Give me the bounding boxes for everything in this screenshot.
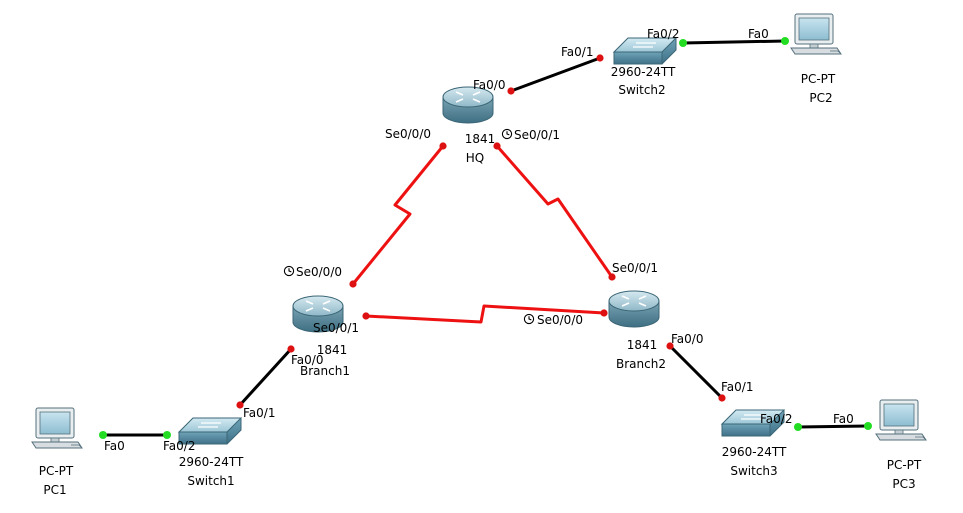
port-label-b2-se001: Se0/0/1 (612, 261, 658, 275)
port-down-indicator (236, 401, 244, 409)
port-down-indicator (362, 312, 370, 320)
port-down-indicator (666, 342, 674, 350)
port-label-b1-fa00: Fa0/0 (291, 353, 323, 367)
device-name-switch2: Switch2 (618, 83, 665, 97)
port-down-indicator (287, 345, 295, 353)
port-label-pc3-fa0: Fa0 (833, 412, 854, 426)
port-down-indicator (608, 273, 616, 281)
port-down-indicator (493, 142, 501, 150)
port-label-hq-se001: Se0/0/1 (514, 128, 560, 142)
port-label-hq-se000: Se0/0/0 (385, 127, 431, 141)
port-up-indicator (163, 431, 171, 439)
serial-link-hq-branch2[interactable] (495, 145, 614, 278)
port-label-b1-se000: Se0/0/0 (296, 265, 342, 279)
pc-pc1[interactable] (31, 407, 83, 449)
pc-pc2[interactable] (790, 13, 842, 55)
port-label-b2-fa00: Fa0/0 (671, 332, 703, 346)
port-down-indicator (439, 142, 447, 150)
pc-icon (790, 13, 842, 55)
device-model-switch1: 2960-24TT (179, 455, 244, 469)
ethernet-link-hq-switch2[interactable] (510, 56, 601, 93)
port-label-sw2-fa02: Fa0/2 (647, 27, 679, 41)
device-model-branch1: 1841 (317, 343, 348, 357)
device-name-branch2: Branch2 (616, 357, 666, 371)
device-model-pc1: PC-PT (39, 464, 74, 478)
clock-icon (501, 128, 513, 140)
port-down-indicator (507, 87, 515, 95)
serial-link-branch1-branch2[interactable] (365, 304, 605, 324)
device-model-switch3: 2960-24TT (722, 445, 787, 459)
pc-icon (875, 399, 927, 441)
port-label-sw1-fa02: Fa0/2 (163, 439, 195, 453)
port-down-indicator (596, 54, 604, 62)
port-up-indicator (99, 431, 107, 439)
port-label-sw2-fa01: Fa0/1 (561, 45, 593, 59)
port-label-b1-se001: Se0/0/1 (313, 321, 359, 335)
serial-link-hq-branch1[interactable] (351, 145, 445, 285)
ethernet-link-branch2-switch3[interactable] (668, 344, 724, 400)
port-label-sw1-fa01: Fa0/1 (243, 406, 275, 420)
port-up-indicator (864, 422, 872, 430)
device-model-hq: 1841 (465, 132, 496, 146)
port-down-indicator (349, 280, 357, 288)
port-label-sw3-fa01: Fa0/1 (721, 380, 753, 394)
port-label-sw3-fa02: Fa0/2 (760, 412, 792, 426)
device-name-switch1: Switch1 (187, 474, 234, 488)
router-icon (608, 290, 660, 328)
device-model-pc2: PC-PT (801, 72, 836, 86)
port-label-hq-fa00: Fa0/0 (473, 78, 505, 92)
port-up-indicator (794, 423, 802, 431)
clock-icon (283, 265, 295, 277)
switch-switch2[interactable] (613, 37, 677, 65)
router-hq[interactable] (442, 86, 494, 124)
router-branch2[interactable] (608, 290, 660, 328)
router-icon (442, 86, 494, 124)
ethernet-link-switch3-pc3[interactable] (797, 424, 869, 429)
device-model-branch2: 1841 (627, 338, 658, 352)
port-up-indicator (679, 39, 687, 47)
switch-icon (613, 37, 677, 65)
device-name-branch1: Branch1 (300, 364, 350, 378)
ethernet-link-branch1-switch1[interactable] (238, 347, 293, 407)
device-name-hq: HQ (466, 151, 484, 165)
port-up-indicator (781, 37, 789, 45)
pc-icon (31, 407, 83, 449)
device-name-pc2: PC2 (809, 91, 832, 105)
port-label-b2-se000: Se0/0/0 (537, 313, 583, 327)
port-down-indicator (600, 309, 608, 317)
pc-pc3[interactable] (875, 399, 927, 441)
clock-icon (523, 313, 535, 325)
device-model-switch2: 2960-24TT (611, 65, 676, 79)
port-down-indicator (718, 394, 726, 402)
ethernet-link-switch2-pc2[interactable] (682, 39, 786, 45)
device-name-pc1: PC1 (43, 483, 66, 497)
device-name-switch3: Switch3 (730, 464, 777, 478)
device-name-pc3: PC3 (892, 477, 915, 491)
port-label-pc2-fa0: Fa0 (748, 27, 769, 41)
port-status-indicators (99, 37, 872, 439)
device-model-pc3: PC-PT (887, 458, 922, 472)
port-label-pc1-fa0: Fa0 (104, 439, 125, 453)
